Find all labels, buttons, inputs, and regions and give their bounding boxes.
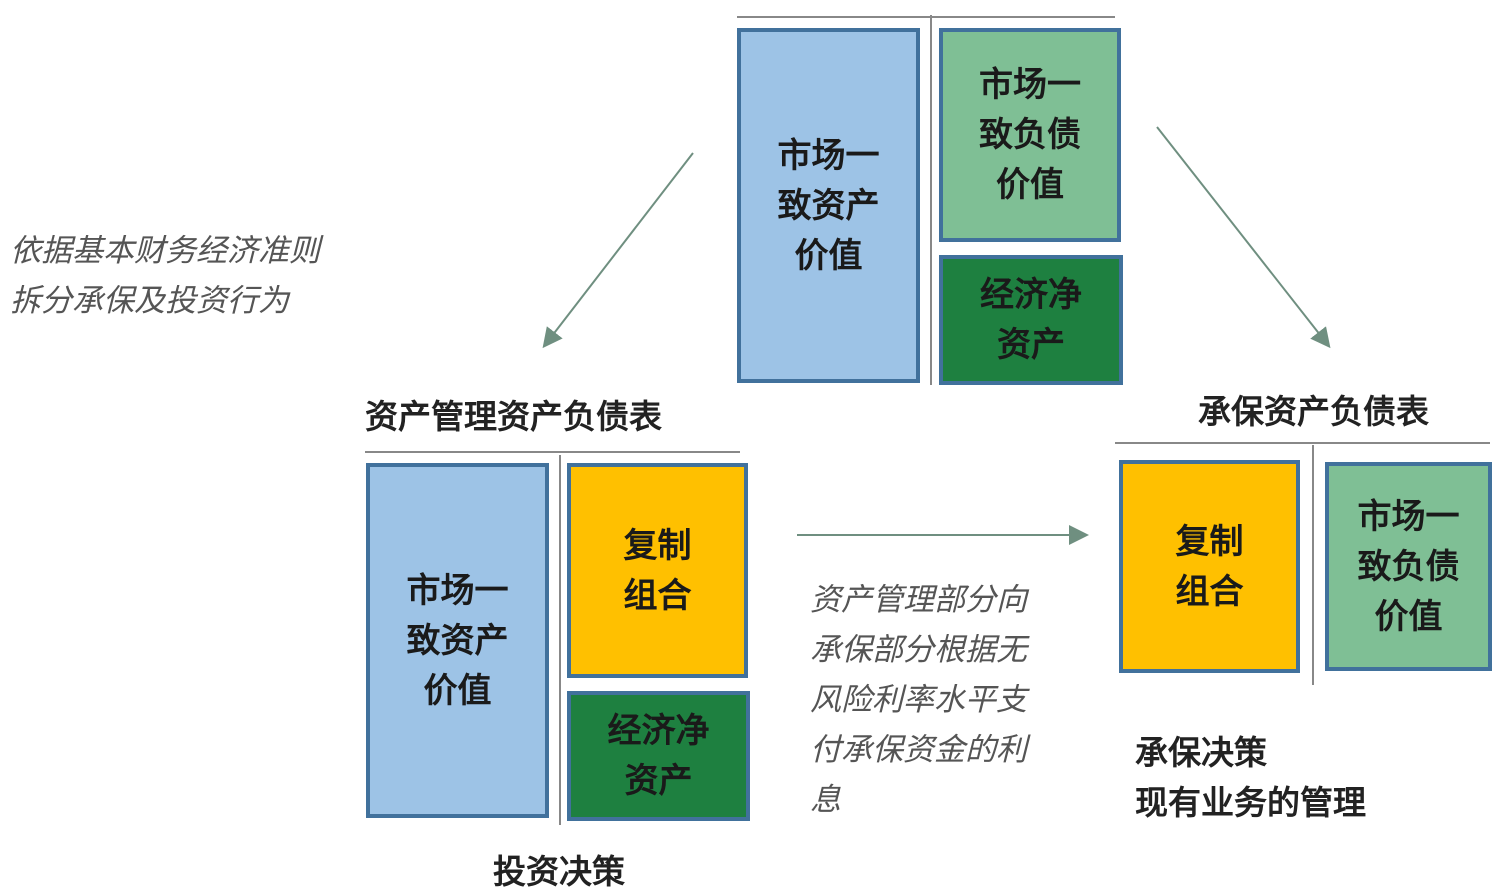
box-text: 资产 — [997, 325, 1065, 365]
underwriting-title: 承保资产负债表 — [1198, 392, 1429, 431]
box-text: 组合 — [1175, 571, 1244, 612]
box-text: 市场一 — [406, 570, 509, 611]
asset-mgmt-vline — [559, 455, 561, 825]
box-text: 价值 — [1374, 596, 1443, 637]
box-text: 市场一 — [1357, 496, 1460, 537]
box-text: 价值 — [423, 670, 492, 711]
box-text: 组合 — [623, 575, 692, 616]
arrow-to-asset-mgmt — [542, 152, 694, 349]
box-text: 价值 — [996, 165, 1064, 205]
note-line: 承保部分根据无 — [810, 632, 1027, 668]
caption-line: 承保决策 — [1135, 733, 1267, 772]
asset-mgmt-hline — [365, 451, 740, 453]
box-text: 致资产 — [777, 185, 880, 226]
underwriting-liabilities-box: 市场一致负债价值 — [1325, 462, 1492, 671]
box-text: 复制 — [1175, 521, 1244, 562]
box-text: 致资产 — [406, 620, 509, 661]
split-note: 依据基本财务经济准则 拆分承保及投资行为 — [10, 226, 320, 326]
transfer-note: 资产管理部分向 承保部分根据无 风险利率水平支 付承保资金的利 息 — [810, 575, 1027, 825]
underwriting-caption: 承保决策 现有业务的管理 — [1135, 728, 1366, 828]
underwriting-hline — [1115, 442, 1490, 444]
caption-line: 现有业务的管理 — [1135, 783, 1366, 822]
box-text: 致负债 — [979, 115, 1081, 155]
box-text: 资产 — [624, 761, 693, 801]
top-net-assets-box: 经济净资产 — [939, 255, 1123, 385]
arrow-to-underwriting — [1156, 126, 1331, 349]
box-text: 市场一 — [979, 65, 1081, 105]
box-text: 致负债 — [1357, 546, 1460, 587]
box-text: 市场一 — [777, 135, 880, 176]
note-line: 付承保资金的利 — [810, 732, 1027, 768]
top-assets-box: 市场一致资产价值 — [737, 28, 920, 383]
note-line: 依据基本财务经济准则 — [10, 233, 320, 269]
note-line: 息 — [810, 782, 841, 818]
underwriting-vline — [1312, 445, 1314, 685]
asset-mgmt-replicating-box: 复制组合 — [567, 463, 748, 678]
asset-mgmt-net-assets-box: 经济净资产 — [567, 691, 750, 821]
note-line: 拆分承保及投资行为 — [10, 283, 289, 319]
underwriting-replicating-box: 复制组合 — [1119, 460, 1300, 673]
note-line: 资产管理部分向 — [810, 582, 1027, 618]
box-text: 经济净 — [980, 275, 1082, 315]
box-text: 复制 — [623, 525, 692, 566]
asset-mgmt-assets-box: 市场一致资产价值 — [366, 463, 549, 818]
top-sheet-vline — [930, 15, 932, 385]
top-liabilities-box: 市场一致负债价值 — [939, 28, 1121, 242]
note-line: 风险利率水平支 — [810, 682, 1027, 718]
box-text: 经济净 — [607, 711, 710, 751]
asset-mgmt-title: 资产管理资产负债表 — [365, 397, 662, 436]
asset-mgmt-caption: 投资决策 — [493, 852, 625, 891]
top-sheet-hline — [737, 16, 1115, 18]
box-text: 价值 — [794, 235, 863, 276]
